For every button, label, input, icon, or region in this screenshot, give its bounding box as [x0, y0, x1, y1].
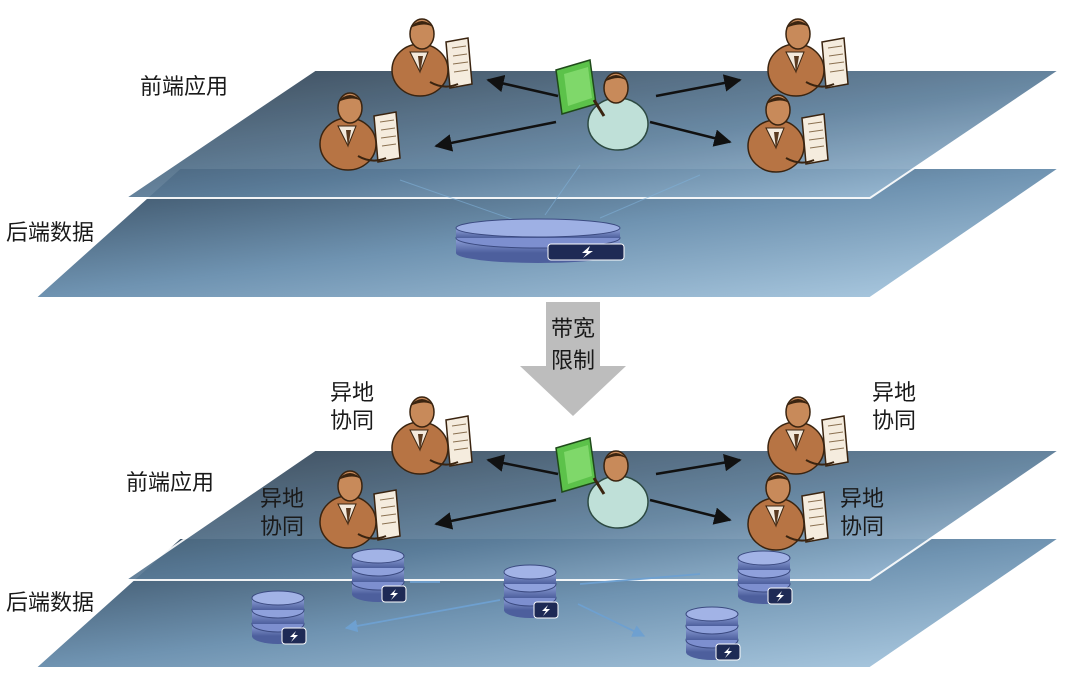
- bandwidth-limit-label: 带宽 限制: [545, 314, 601, 378]
- remote-collab-line1: 异地: [872, 381, 917, 406]
- remote-collab-line2: 协同: [872, 408, 917, 434]
- remote-collab-label-upper-left: 异地 协同: [330, 380, 374, 435]
- remote-collab-line1: 异地: [260, 487, 305, 512]
- remote-collab-label-lower-right: 异地 协同: [840, 486, 884, 541]
- bottom-backend-label: 后端数据: [6, 591, 95, 616]
- remote-collab-line2: 协同: [260, 514, 305, 540]
- top-collab-arrows: [434, 74, 742, 152]
- bandwidth-limit-line1: 带宽: [550, 317, 595, 342]
- top-backend-label: 后端数据: [6, 221, 95, 246]
- database-node-lower-right: [685, 606, 741, 661]
- bottom-user-upper-left: [391, 396, 473, 475]
- central-database: [455, 218, 625, 263]
- remote-collab-line2: 协同: [330, 408, 375, 434]
- database-node-upper-right: [737, 550, 793, 605]
- bandwidth-arrow: [520, 302, 626, 416]
- top-data-links: [399, 164, 701, 223]
- top-user-upper-right: [767, 18, 849, 97]
- top-frontend-label: 前端应用: [140, 75, 229, 100]
- remote-collab-line1: 异地: [330, 381, 375, 406]
- bottom-frontend-label: 前端应用: [126, 471, 215, 496]
- remote-collab-line1: 异地: [840, 487, 885, 512]
- remote-collab-label-upper-right: 异地 协同: [872, 380, 916, 435]
- database-node-lower-left: [251, 590, 307, 645]
- remote-collab-line2: 协同: [840, 514, 885, 540]
- database-sync-arrows: [344, 573, 701, 637]
- bandwidth-limit-line2: 限制: [550, 348, 595, 374]
- remote-collab-label-lower-left: 异地 协同: [260, 486, 304, 541]
- database-node-upper-left: [351, 548, 407, 603]
- bottom-collab-arrows: [434, 453, 742, 530]
- bottom-user-upper-right: [767, 396, 849, 475]
- database-node-center: [503, 564, 559, 619]
- top-user-upper-left: [391, 18, 473, 97]
